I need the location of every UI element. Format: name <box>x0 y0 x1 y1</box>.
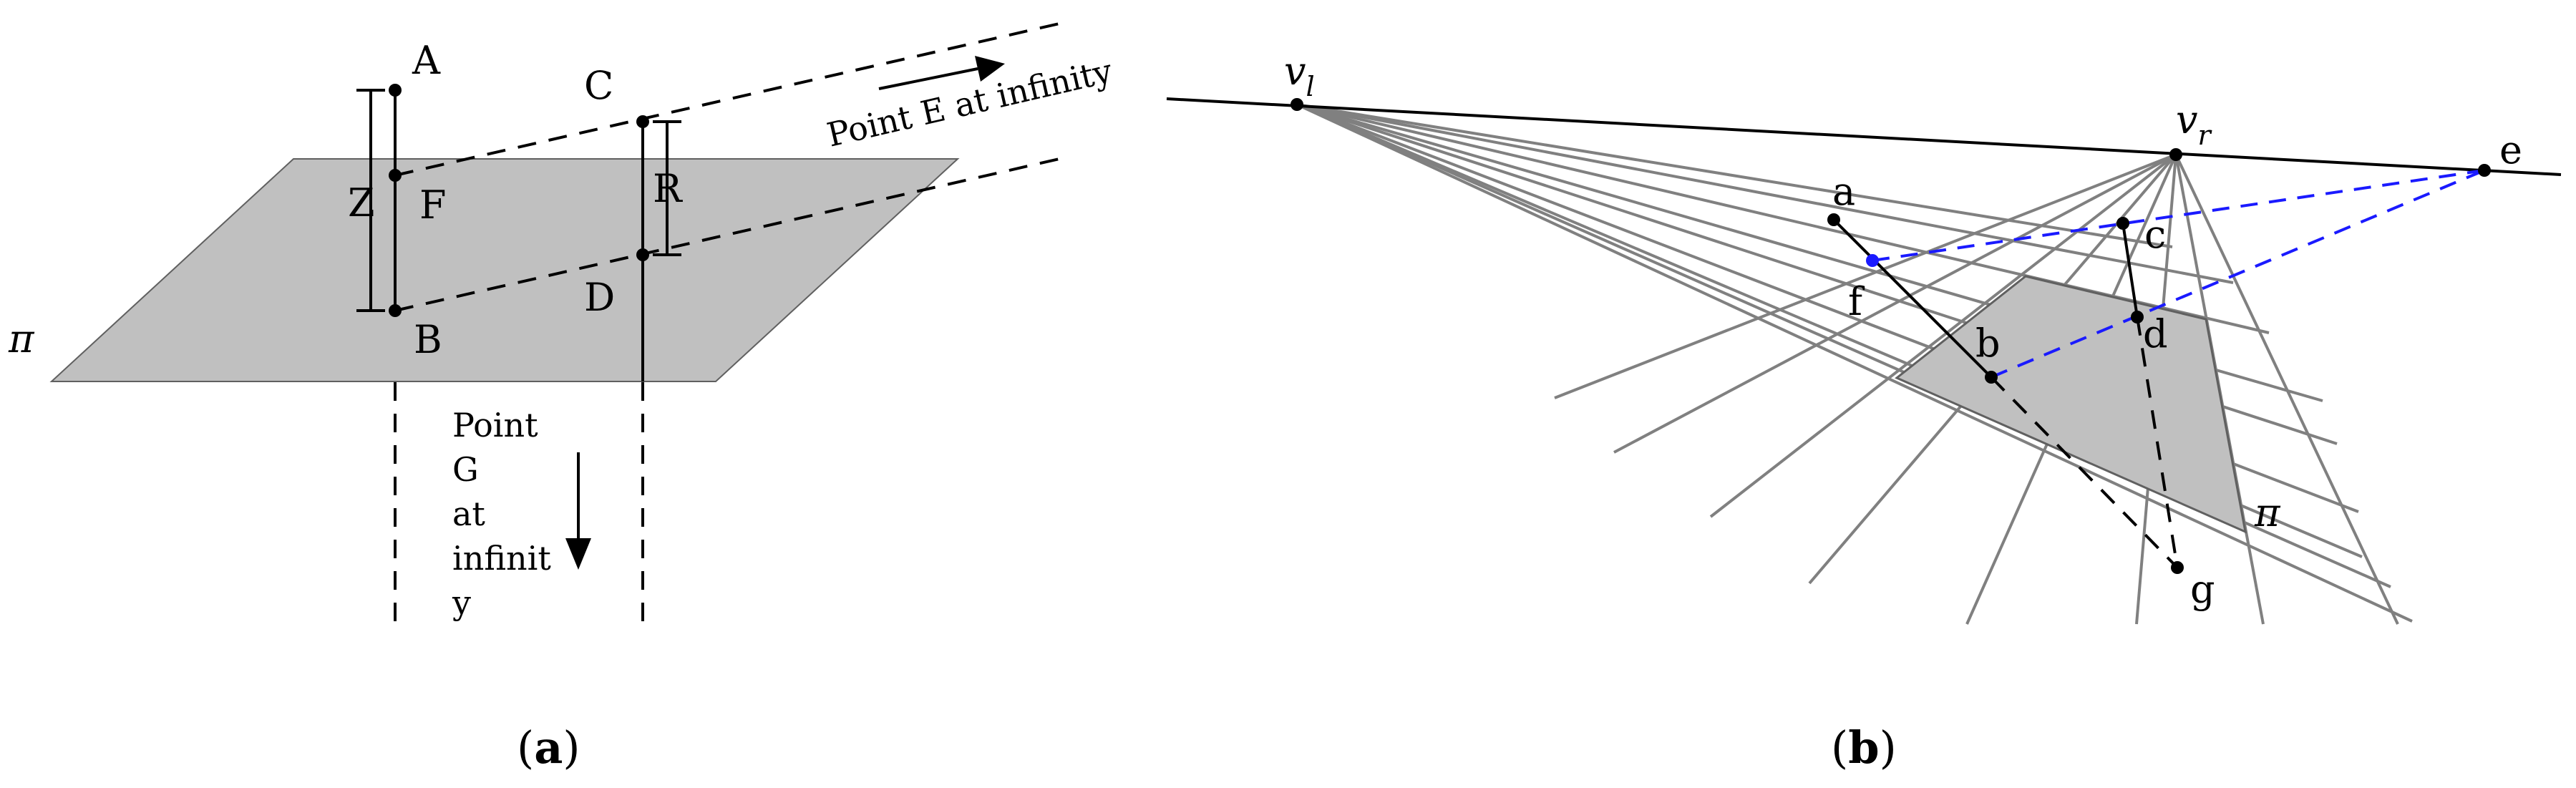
point-F <box>389 169 402 182</box>
label-vr: vr <box>2176 97 2213 151</box>
label-g: g <box>2190 567 2215 612</box>
dashed-line-b-d-e <box>394 157 1060 312</box>
svg-text:Point: Point <box>452 406 538 444</box>
point-b <box>1985 371 1998 384</box>
svg-text:y: y <box>452 583 471 622</box>
note-point-g: Point G at infinit y <box>452 406 551 622</box>
point-g <box>2171 561 2184 574</box>
label-b: b <box>1975 321 2001 366</box>
point-C <box>636 115 649 128</box>
label-a: a <box>1832 169 1855 214</box>
dashed-b-g <box>1990 376 2179 569</box>
label-e: e <box>2499 127 2522 172</box>
label-f: f <box>1848 279 1865 324</box>
label-d: d <box>2143 311 2168 356</box>
label-F: F <box>419 183 446 228</box>
arrow-e-head <box>975 56 1005 82</box>
point-d <box>2131 311 2144 324</box>
point-vl <box>1291 98 1303 111</box>
caption-b: (b) <box>1831 721 1897 774</box>
panel-b: vl vr e a f c d b g π (b) <box>1166 49 2562 774</box>
plane-pi-b <box>1895 275 2247 534</box>
label-c: c <box>2144 212 2166 257</box>
point-A <box>389 84 402 97</box>
plane-pi-a <box>49 158 960 382</box>
label-C: C <box>584 63 613 108</box>
point-e <box>2478 164 2491 177</box>
horizon-line <box>1166 97 2562 176</box>
point-vr <box>2169 148 2182 161</box>
point-a <box>1827 213 1840 226</box>
arrow-e-shaft <box>878 67 978 90</box>
point-c <box>2116 217 2129 230</box>
dashed-d-g <box>2136 316 2179 568</box>
arrow-g-head <box>565 538 591 570</box>
point-B <box>389 304 402 317</box>
label-pi-b: π <box>2254 490 2281 535</box>
svg-text:infinit: infinit <box>452 539 551 578</box>
bracket-z <box>356 89 385 312</box>
label-A: A <box>412 38 441 83</box>
panel-a: A F B C D Z R π Point E at infinity Poin… <box>8 22 1116 774</box>
svg-text:at: at <box>452 495 485 533</box>
label-Z: Z <box>348 180 375 225</box>
segment-a-b <box>1832 218 1993 379</box>
label-R: R <box>653 166 683 211</box>
segment-c-d <box>2121 223 2139 318</box>
label-pi-a: π <box>8 316 35 361</box>
dashed-line-f-c-e <box>394 22 1060 177</box>
point-f <box>1866 254 1879 267</box>
caption-a: (a) <box>517 721 580 774</box>
point-D <box>636 248 649 261</box>
label-vl: vl <box>1284 49 1315 102</box>
bracket-r <box>653 120 681 256</box>
svg-text:G: G <box>452 450 479 489</box>
blue-dashed-lines <box>1872 169 2485 379</box>
label-D: D <box>584 275 615 320</box>
label-B: B <box>414 317 442 362</box>
